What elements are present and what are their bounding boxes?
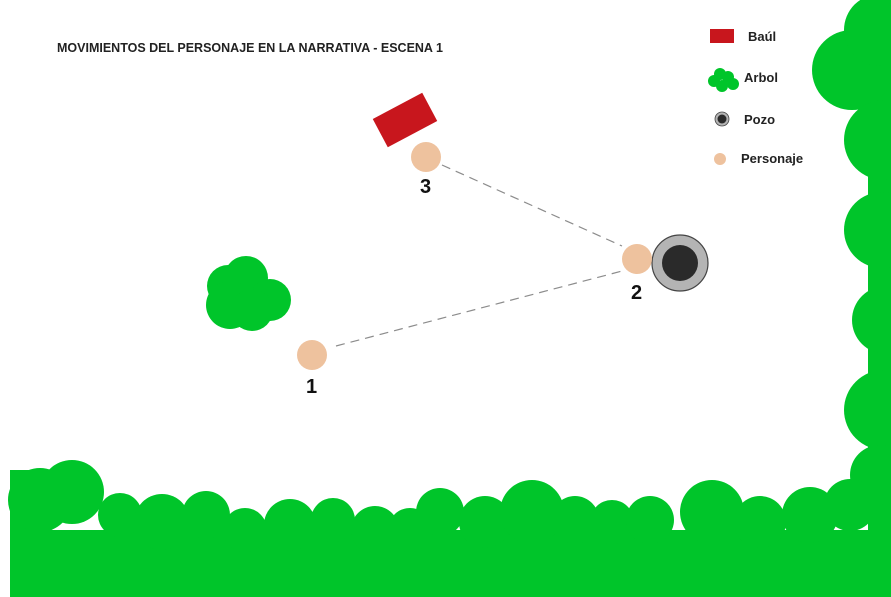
- path-segment-2-3: [441, 164, 623, 247]
- chest: [372, 92, 438, 148]
- legend-tree-swatch: [708, 68, 739, 92]
- character-position-1: [297, 340, 327, 370]
- legend-character-swatch: [714, 153, 726, 165]
- right-tree-border: [812, 0, 891, 597]
- diagram-title: MOVIMIENTOS DEL PERSONAJE EN LA NARRATIV…: [57, 41, 443, 55]
- legend-label-baul: Baúl: [748, 29, 776, 44]
- character-position-3: [411, 142, 441, 172]
- legend-chest-swatch: [710, 29, 734, 43]
- legend-label-pozo: Pozo: [744, 112, 775, 127]
- position-label-1: 1: [306, 376, 317, 398]
- bottom-tree-border: [8, 460, 891, 597]
- well: [651, 234, 709, 292]
- path-segment-1-2: [335, 269, 627, 347]
- legend-well-swatch: [714, 111, 730, 127]
- legend-label-arbol: Arbol: [744, 70, 778, 85]
- legend-label-personaje: Personaje: [741, 151, 803, 166]
- position-label-3: 3: [420, 176, 431, 198]
- character-position-2: [622, 244, 652, 274]
- position-label-2: 2: [631, 282, 642, 304]
- tree: [206, 256, 291, 331]
- legend: Baúl Arbol Pozo Personaje: [708, 29, 803, 166]
